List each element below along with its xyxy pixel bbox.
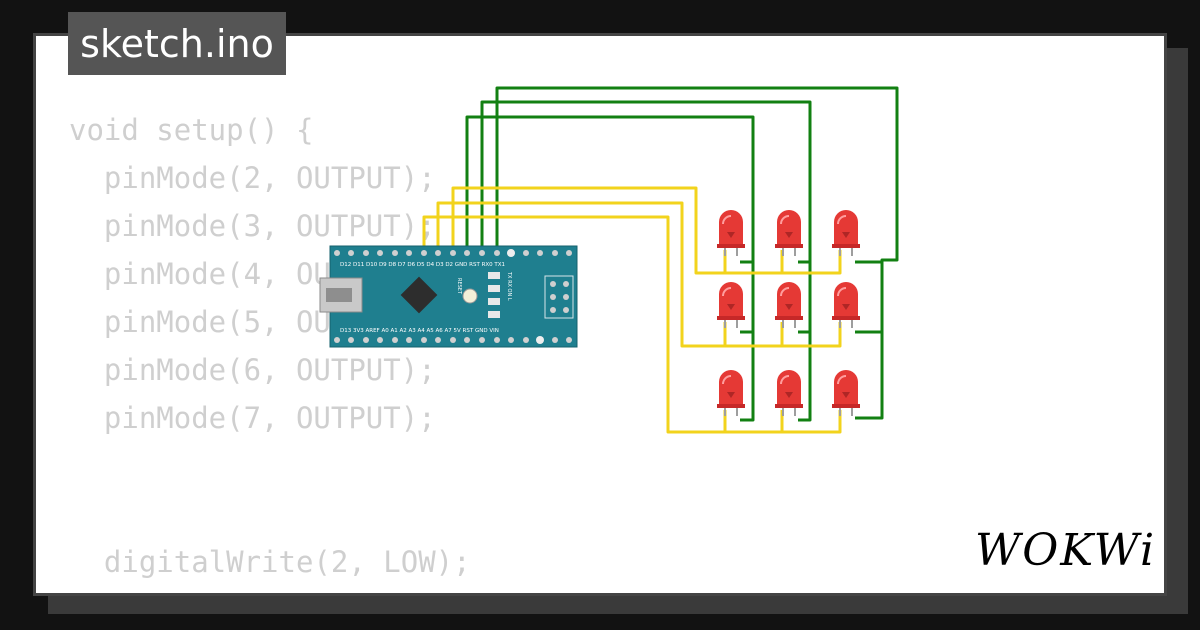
wire-row-3 [451, 186, 842, 275]
column-wires [465, 86, 899, 422]
wire-col-2-links [798, 260, 810, 334]
code-line: pinMode(2, OUTPUT); [69, 161, 436, 195]
wire-row-1 [422, 215, 842, 434]
code-line: void setup() { [69, 113, 314, 147]
led-r1c1 [716, 209, 746, 257]
microcontroller-chip [400, 276, 438, 314]
wire-row-drops [723, 250, 784, 432]
code-line: pinMode(3, OUTPUT); [69, 209, 436, 243]
icsp-header [544, 275, 574, 319]
top-pin-labels: D12 D11 D10 D9 D8 D7 D6 D5 D4 D3 D2 GND … [340, 262, 505, 268]
wire-col-1 [465, 115, 755, 422]
wire-col-3-links [855, 260, 882, 334]
wire-col-1-links [740, 260, 753, 334]
led-r3c3 [831, 369, 861, 417]
led-r2c1 [716, 281, 746, 329]
wokwi-logo: WOKWi [975, 525, 1157, 576]
row-wires [422, 186, 842, 434]
reset-button [462, 288, 478, 304]
bottom-pin-row [334, 336, 572, 344]
led-r2c2 [774, 281, 804, 329]
wire-col-3 [495, 86, 899, 420]
status-led-labels: TX RX ON L [506, 271, 512, 301]
file-tab[interactable]: sketch.ino [68, 12, 286, 75]
led-r1c2 [774, 209, 804, 257]
wire-col-2 [480, 100, 812, 422]
led-r3c1 [716, 369, 746, 417]
code-line: pinMode(7, OUTPUT); [69, 401, 436, 435]
wire-row-2 [436, 201, 842, 348]
top-pin-row [334, 249, 572, 257]
led-r3c2 [774, 369, 804, 417]
led-r1c3 [831, 209, 861, 257]
led-r2c3 [831, 281, 861, 329]
editor-card: void setup() { pinMode(2, OUTPUT); pinMo… [33, 33, 1167, 596]
bottom-pin-labels: D13 3V3 AREF A0 A1 A2 A3 A4 A5 A6 A7 5V … [340, 328, 499, 334]
led-matrix [716, 209, 861, 417]
reset-label: RESET [456, 278, 462, 295]
arduino-nano-board[interactable]: D12 D11 D10 D9 D8 D7 D6 D5 D4 D3 D2 GND … [319, 245, 578, 348]
code-line: digitalWrite(2, LOW); [69, 545, 471, 579]
code-line: pinMode(6, OUTPUT); [69, 353, 436, 387]
